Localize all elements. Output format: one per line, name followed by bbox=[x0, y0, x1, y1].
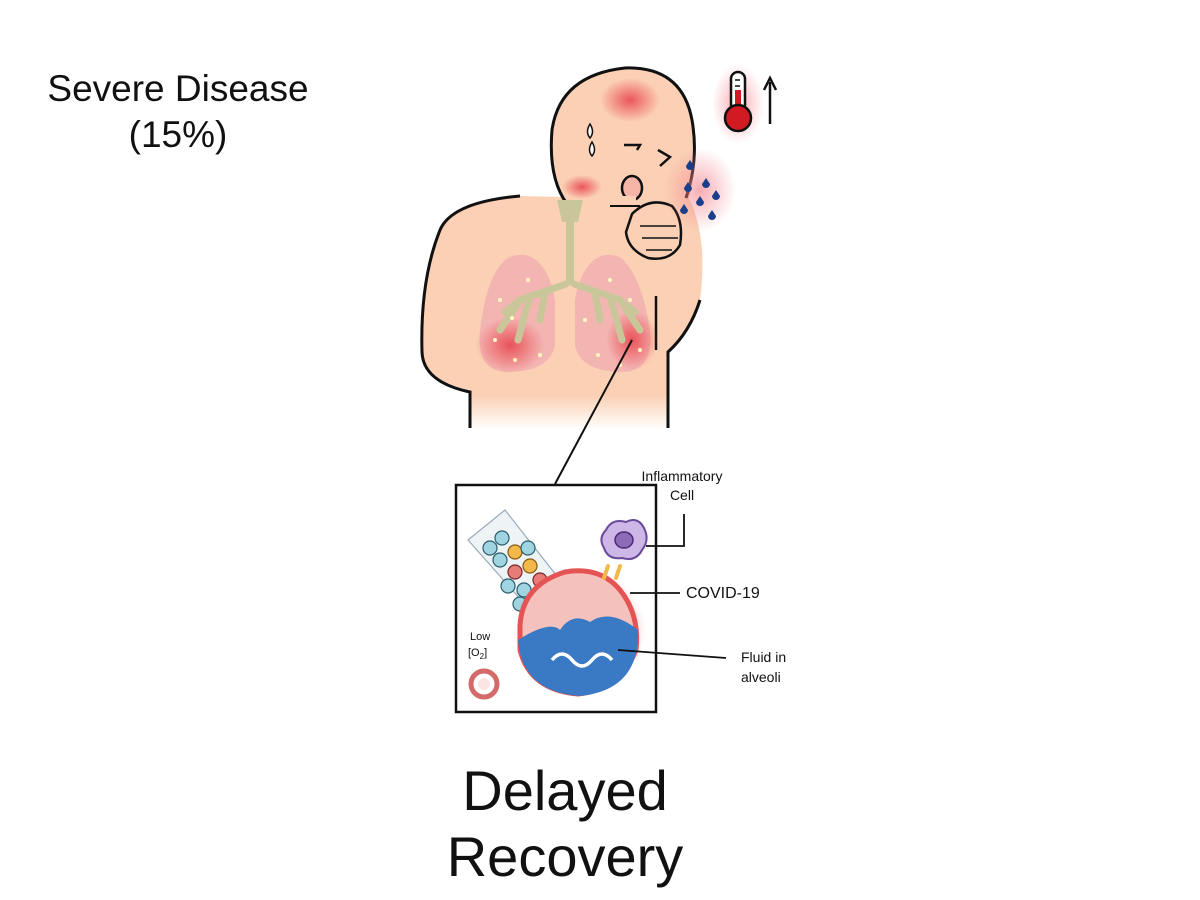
zoom-connector-line bbox=[554, 339, 633, 485]
red-blood-cell-icon bbox=[468, 668, 500, 700]
fluid-label-line1: Fluid in bbox=[741, 649, 786, 665]
fluid-label-line2: alveoli bbox=[741, 669, 781, 685]
oxygen-label-line1: Low bbox=[470, 631, 490, 643]
inflammatory-cell-icon bbox=[598, 518, 650, 562]
alveolus-inset: Low [O2] bbox=[454, 483, 658, 714]
thermometer-icon bbox=[712, 64, 764, 144]
lungs-icon bbox=[476, 200, 658, 373]
inflammatory-cell-label-line1: Inflammatory bbox=[642, 468, 723, 484]
oxygen-label-line2: [O2] bbox=[468, 647, 487, 661]
title-line-1: Severe Disease bbox=[47, 68, 309, 109]
outcome-line-1: Delayed bbox=[462, 759, 668, 822]
disease-severity-title: Severe Disease (15%) bbox=[20, 66, 336, 158]
person-figure-icon bbox=[420, 66, 703, 430]
title-line-2: (15%) bbox=[128, 114, 228, 155]
covid-19-label: COVID-19 bbox=[686, 585, 760, 602]
outcome-line-2: Recovery bbox=[446, 825, 684, 888]
fluid-leader-line bbox=[617, 649, 727, 659]
outcome-label: Delayed Recovery bbox=[415, 758, 715, 890]
inflammatory-cell-label-line2: Cell bbox=[670, 487, 694, 503]
droplets-icon bbox=[664, 148, 736, 232]
inflammatory-leader-line bbox=[646, 514, 685, 547]
arrow-up-icon bbox=[762, 75, 778, 124]
